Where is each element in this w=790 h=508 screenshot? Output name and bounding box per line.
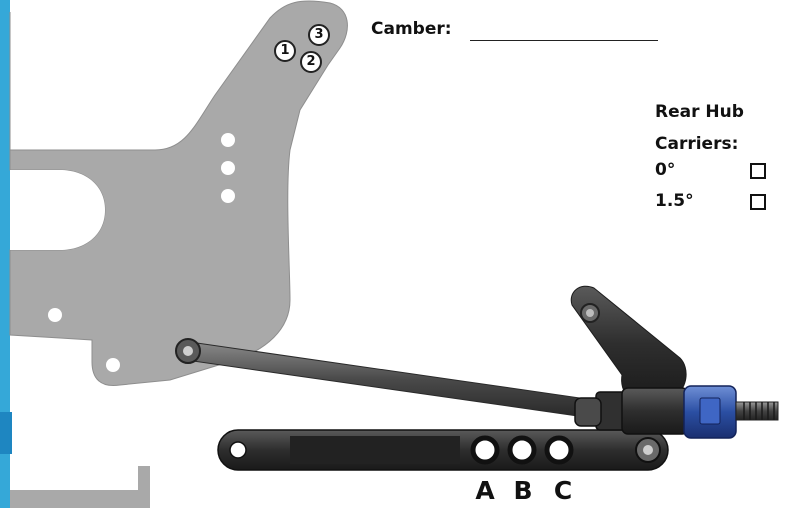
position-hole-c	[544, 435, 574, 465]
plate-hole	[106, 358, 120, 372]
axle-bolt	[735, 401, 779, 421]
page-edge-accent	[0, 0, 10, 508]
hub-carrier-collar	[574, 397, 602, 427]
rear-hub-carriers-title-line2: Carriers:	[655, 134, 739, 154]
position-hole-b	[507, 435, 537, 465]
plate-hole	[221, 189, 235, 203]
camber-hole-2: 2	[300, 51, 322, 73]
camber-link-rod	[185, 341, 581, 417]
position-hole-a	[470, 435, 500, 465]
camber-input-line[interactable]	[470, 40, 658, 41]
plate-hole	[221, 133, 235, 147]
shock-tower-plate	[9, 0, 348, 387]
lower-arm-slot	[290, 436, 460, 464]
camber-hole-1: 1	[274, 40, 296, 62]
hub-option-1-label: 1.5°	[655, 191, 694, 211]
hub-carrier-housing	[621, 387, 689, 435]
rear-hub-carriers-title: Rear Hub Carriers:	[655, 96, 744, 160]
hub-option-0-label: 0°	[655, 160, 676, 180]
wheel-nut-face	[699, 397, 721, 425]
position-label-b: B	[513, 476, 533, 505]
axle-bolt-threads	[743, 402, 775, 420]
lower-arm-inner-pivot	[229, 441, 247, 459]
lower-plate	[10, 466, 150, 508]
camber-label: Camber:	[371, 19, 452, 39]
camber-hole-3: 3	[308, 24, 330, 46]
camber-link-ball-center	[183, 346, 193, 356]
plate-cutout	[10, 170, 105, 250]
plate-hole	[48, 308, 62, 322]
lower-arm-outer-pivot-center	[643, 445, 653, 455]
page-edge-tab	[0, 412, 12, 454]
upright-arm-pivot-center	[586, 309, 594, 317]
hub-option-0-checkbox[interactable]	[750, 163, 766, 179]
position-label-c: C	[553, 476, 573, 505]
hub-option-1-checkbox[interactable]	[750, 194, 766, 210]
plate-hole	[221, 161, 235, 175]
position-label-a: A	[475, 476, 495, 505]
rear-hub-carriers-title-line1: Rear Hub	[655, 102, 744, 122]
